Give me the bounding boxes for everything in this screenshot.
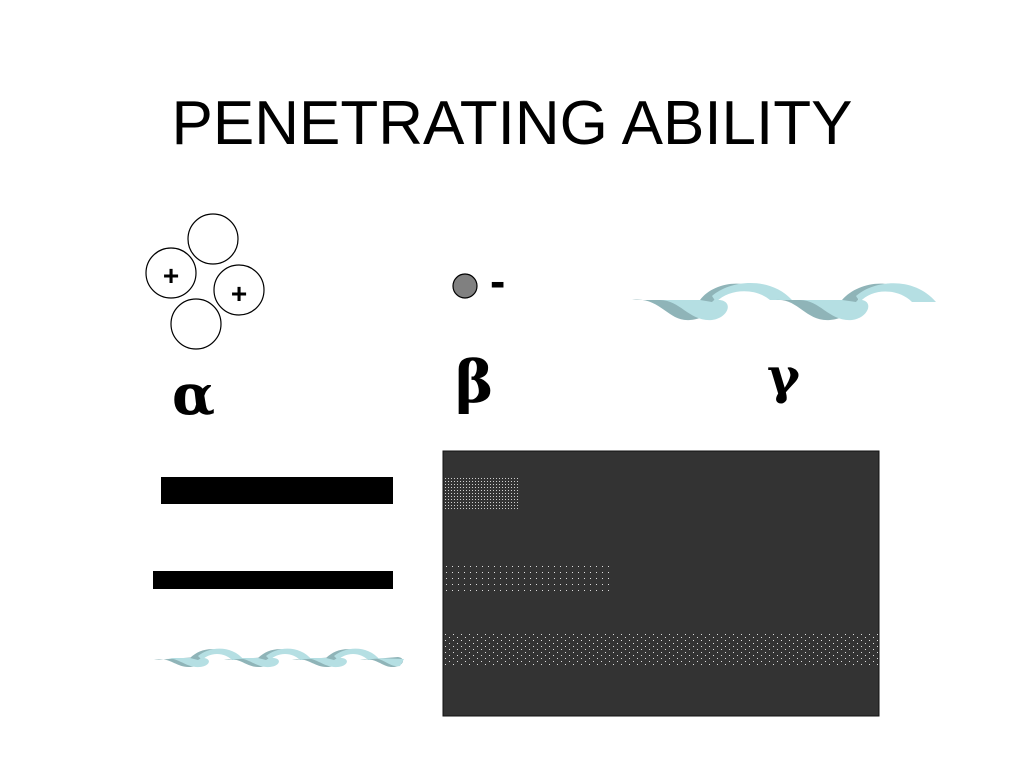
- alpha-particle-icon: + +: [145, 213, 265, 350]
- gamma-wave-icon: [632, 283, 936, 321]
- proton-circle: [145, 247, 197, 299]
- neutron-circle: [187, 213, 239, 265]
- alpha-label: α: [172, 362, 216, 428]
- neutron-circle: [170, 298, 222, 350]
- gamma-penetration-region: [444, 632, 878, 666]
- alpha-penetration-region: [444, 476, 520, 511]
- page-title: PENETRATING ABILITY: [171, 89, 853, 158]
- beta-charge: -: [490, 255, 506, 307]
- beta-penetration-region: [444, 564, 614, 596]
- beta-beam: [153, 571, 393, 589]
- gamma-label: γ: [767, 346, 801, 405]
- electron-icon: [452, 273, 478, 299]
- alpha-beam: [161, 477, 393, 504]
- beta-label: β: [455, 348, 494, 416]
- proton-charge: +: [231, 278, 247, 309]
- proton-circle: [213, 264, 265, 316]
- gamma-beam-wave-icon: [154, 648, 404, 668]
- proton-charge: +: [163, 260, 179, 291]
